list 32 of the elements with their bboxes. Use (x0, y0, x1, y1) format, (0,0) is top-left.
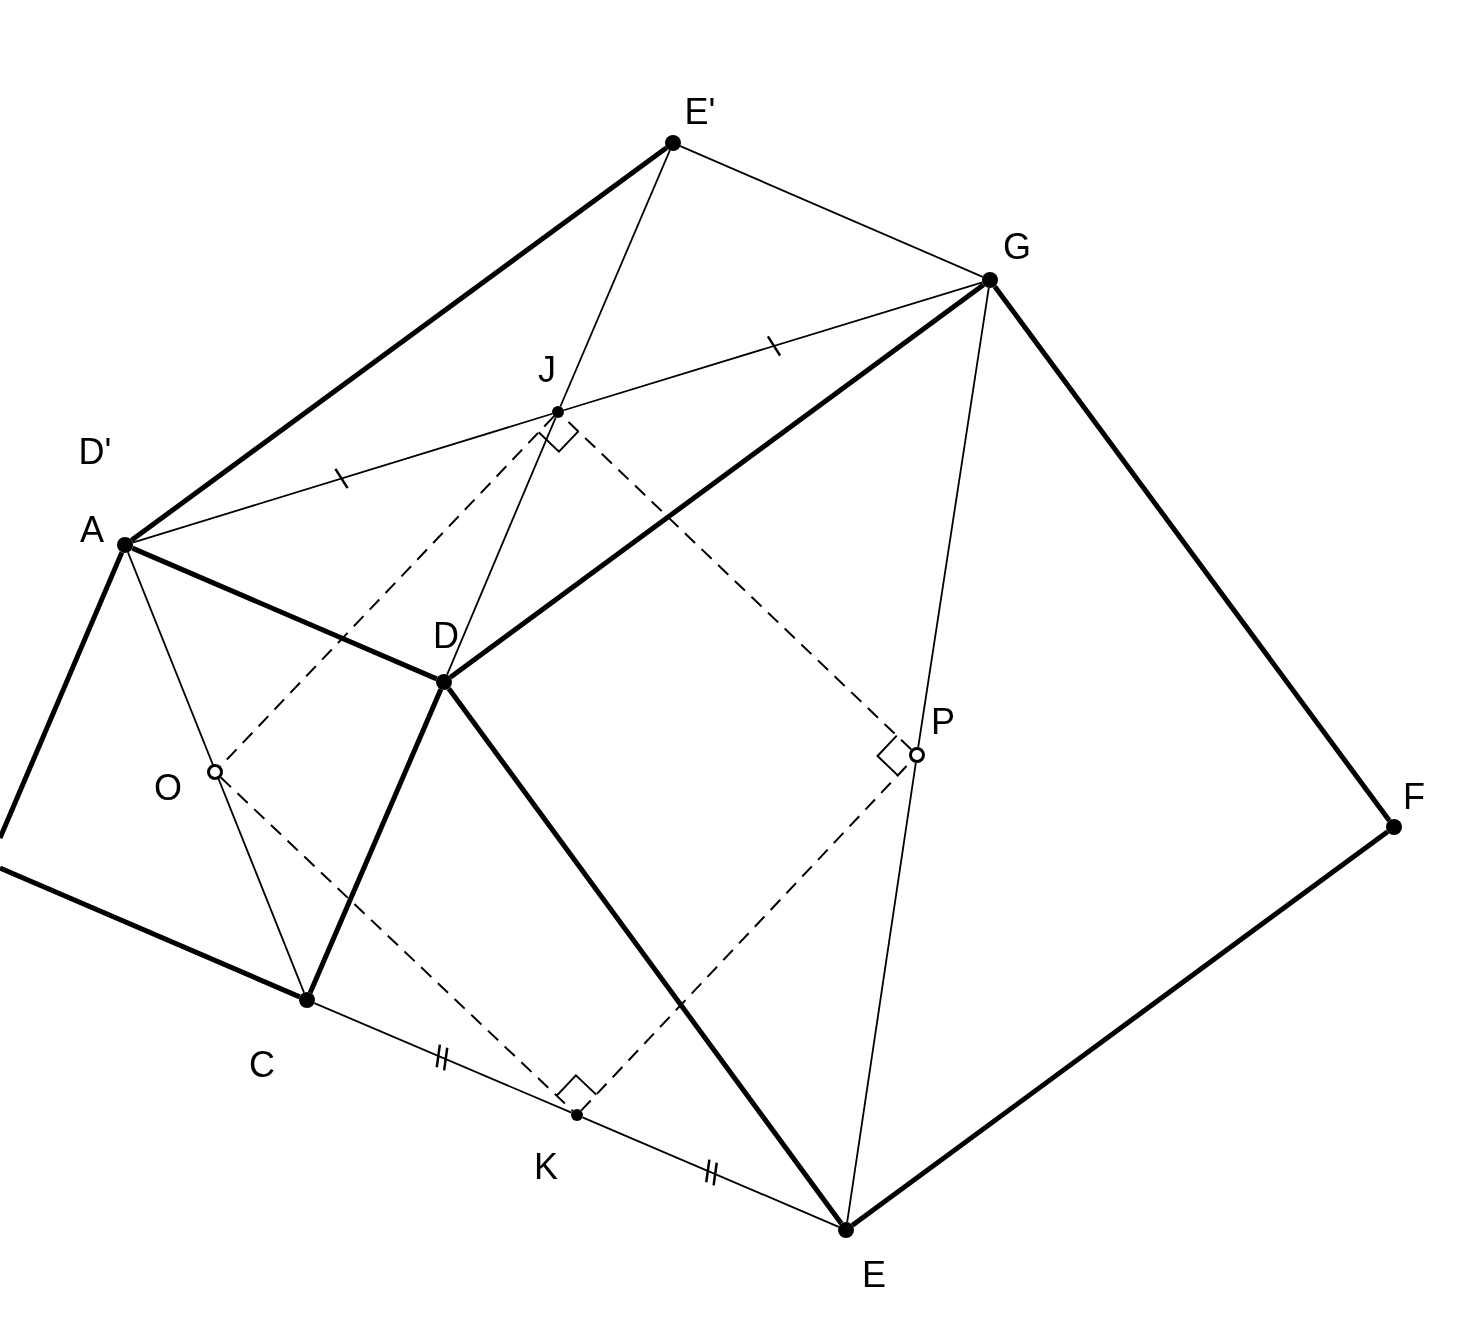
line-segment (846, 762, 917, 1223)
line-segment (581, 1116, 840, 1228)
point-label: K (534, 1147, 558, 1187)
line-segment (559, 149, 671, 408)
point-label: D' (78, 432, 112, 472)
dashed-line (219, 776, 574, 1112)
line-segment (131, 545, 438, 682)
point-label: E (862, 1255, 886, 1295)
line-segment (679, 145, 984, 278)
point-label: F (1403, 777, 1425, 817)
line-segment (129, 145, 669, 543)
point-label: A (80, 510, 104, 550)
line-segment (446, 686, 844, 1226)
line-segment (313, 1002, 573, 1114)
line-segment (992, 284, 1392, 823)
line-segment (448, 282, 986, 680)
line-segment (0, 551, 125, 839)
line-segment (307, 688, 444, 994)
point-label: J (538, 350, 556, 390)
line-segment (562, 281, 984, 412)
point-label: P (931, 702, 955, 742)
point-label: G (1003, 227, 1031, 267)
line-segment (446, 416, 557, 676)
point-label: E' (684, 92, 716, 132)
point-label: C (249, 1045, 275, 1085)
point-label: D (433, 616, 459, 656)
point-label: O (154, 768, 182, 808)
line-segment (917, 287, 990, 748)
line-segment (850, 829, 1390, 1228)
line-segment (127, 551, 305, 994)
line-segment (131, 412, 554, 544)
line-segment (0, 865, 301, 1000)
